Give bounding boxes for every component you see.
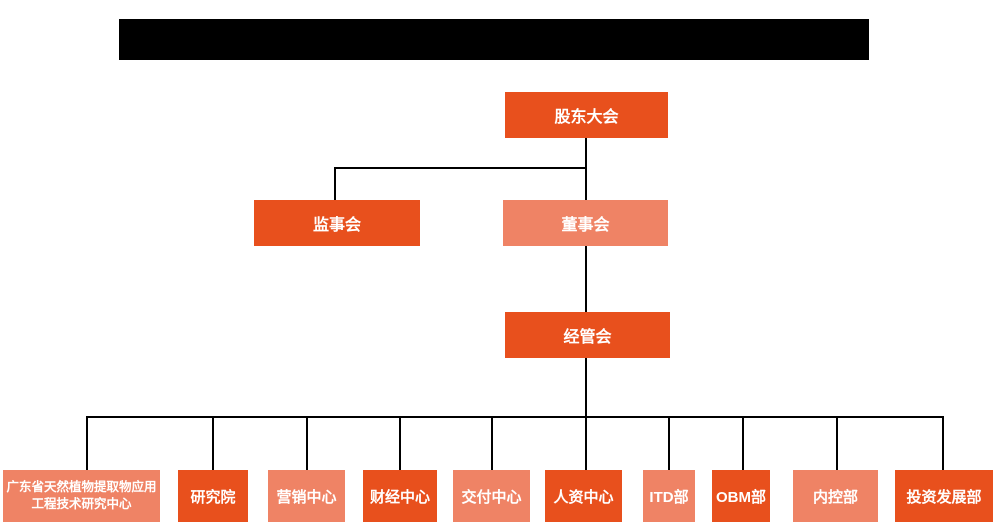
node-dept-marketing-center: 营销中心 [268,470,345,522]
node-dept-internal-control: 内控部 [793,470,878,522]
node-supervisory-board: 监事会 [254,200,420,246]
connector-drop-dept-0 [86,416,88,470]
node-label: 研究院 [190,488,236,506]
node-dept-itd: ITD部 [643,470,695,522]
node-label: 广东省天然植物提取物应用工程技术研究中心 [6,479,157,512]
node-dept-finance-center: 财经中心 [363,470,437,522]
node-label: 股东大会 [554,109,619,126]
connector-drop-dept-7 [742,416,744,470]
node-dept-investment-development: 投资发展部 [895,470,993,522]
connector-shareholders-down [585,138,587,200]
node-label: 董事会 [561,217,610,234]
connector-supervisors-drop [334,167,336,200]
node-label: 内控部 [812,488,858,506]
node-label: 人资中心 [553,488,614,506]
connector-drop-dept-3 [399,416,401,470]
node-label: 交付中心 [461,488,522,506]
node-label: 营销中心 [276,488,337,506]
node-dept-delivery-center: 交付中心 [453,470,530,522]
connector-departments-horizontal [86,416,944,418]
connector-drop-dept-4 [491,416,493,470]
connector-drop-dept-6 [668,416,670,470]
node-label: 经管会 [563,329,612,346]
connector-drop-dept-8 [836,416,838,470]
node-board-of-directors: 董事会 [503,200,668,246]
connector-board-management [585,246,587,312]
node-dept-research-institute: 研究院 [178,470,248,522]
connector-drop-dept-9 [942,416,944,470]
node-label: OBM部 [716,488,766,506]
node-label: 投资发展部 [906,488,982,506]
node-shareholders-meeting: 股东大会 [505,92,668,138]
node-label: ITD部 [649,488,689,506]
node-dept-obm: OBM部 [712,470,770,522]
node-management-committee: 经管会 [505,312,670,358]
redacted-title-bar [119,19,869,60]
node-dept-research-center: 广东省天然植物提取物应用工程技术研究中心 [3,470,160,522]
node-dept-hr-center: 人资中心 [545,470,622,522]
connector-drop-dept-1 [212,416,214,470]
node-label: 财经中心 [369,488,430,506]
connector-branch-horizontal [334,167,587,169]
connector-drop-dept-2 [306,416,308,470]
node-label: 监事会 [312,217,361,234]
connector-management-down [585,358,587,470]
